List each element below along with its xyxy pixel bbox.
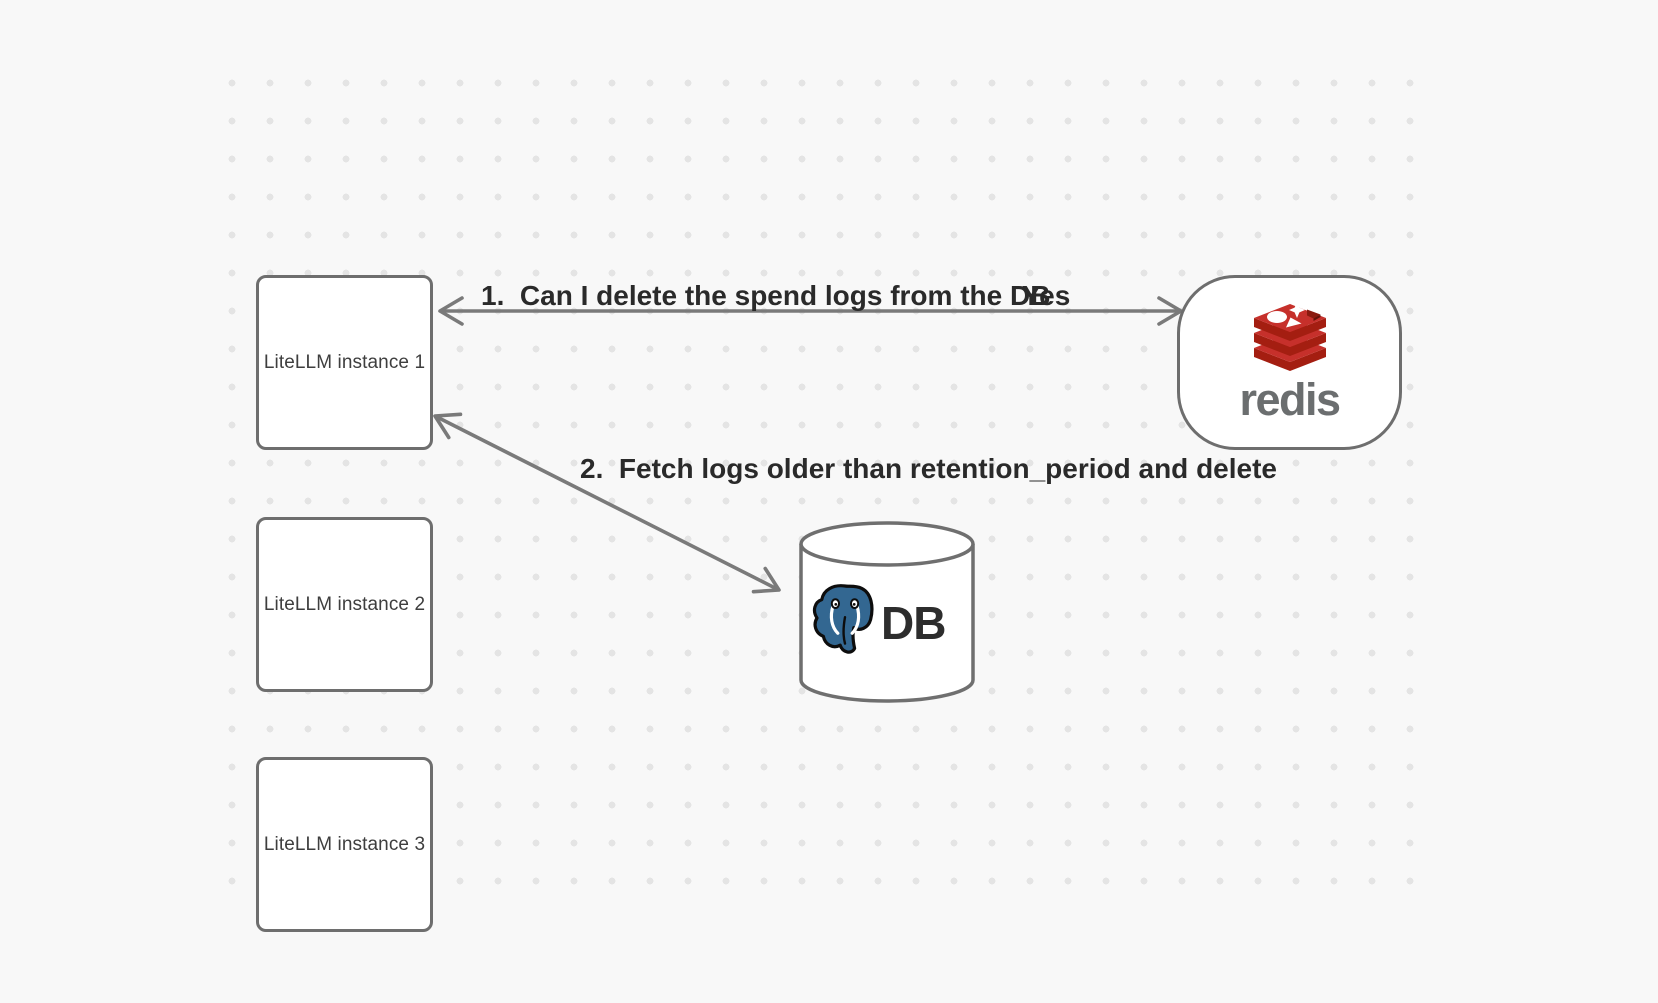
node-db-cylinder: DB [797,520,977,705]
node-redis: redis [1177,275,1402,450]
redis-stack-icon [1253,303,1326,371]
node-litellm-instance-2: LiteLLM instance 2 [256,517,433,692]
edge-1-label: 1. Can I delete the spend logs from the … [481,280,1051,311]
node-label: LiteLLM instance 1 [263,351,426,373]
db-label: DB [881,597,946,649]
edge-1-response-label: Yes [1022,280,1071,311]
node-label: LiteLLM instance 2 [263,593,426,615]
node-litellm-instance-1: LiteLLM instance 1 [256,275,433,450]
database-cylinder-shape [799,521,975,703]
edge-2-label: 2. Fetch logs older than retention_perio… [580,453,1277,484]
postgresql-elephant-icon [812,584,874,654]
node-litellm-instance-3: LiteLLM instance 3 [256,757,433,932]
redis-wordmark: redis [1239,373,1341,425]
node-label: LiteLLM instance 3 [263,833,426,855]
